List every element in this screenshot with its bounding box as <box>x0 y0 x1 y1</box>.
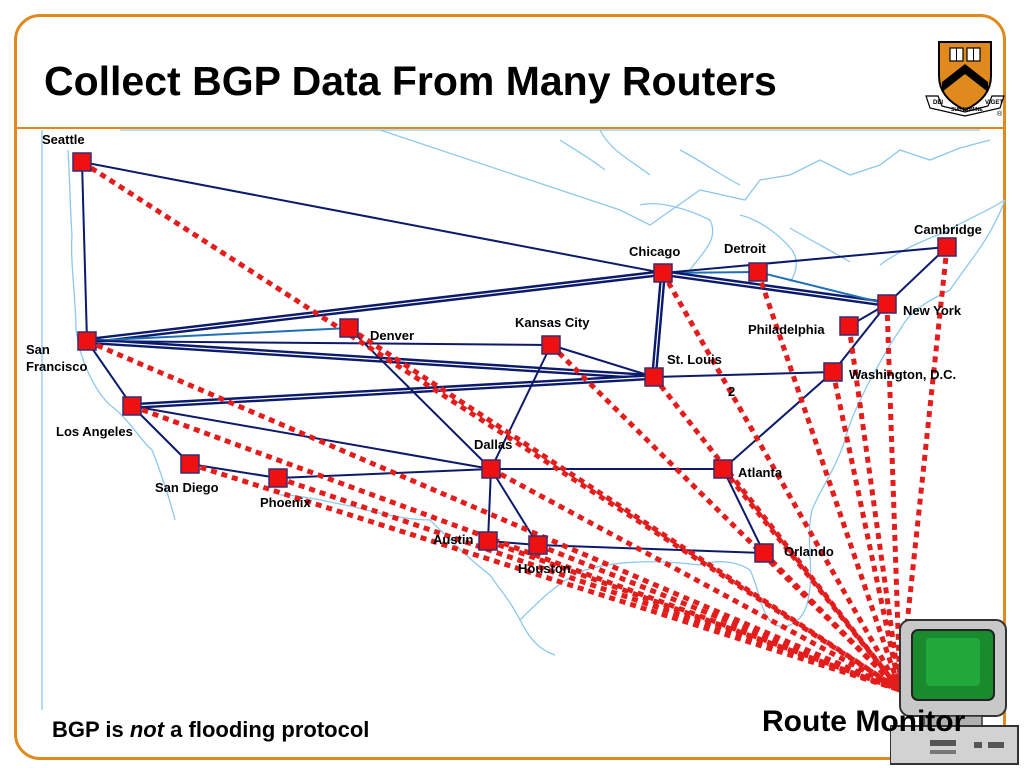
router-label-atlanta: Atlanta <box>738 465 783 480</box>
bgp-session-kansascity <box>549 343 902 692</box>
link-highlight-sanfrancisco-stlouis <box>86 340 655 378</box>
link-washington-atlanta <box>722 371 834 470</box>
router-philadelphia[interactable] <box>839 316 859 336</box>
router-cambridge[interactable] <box>937 237 957 257</box>
link-chicago-cambridge <box>662 246 948 274</box>
router-label-washington: Washington, D.C. <box>849 367 956 382</box>
bgp-session-cambridge <box>897 246 950 691</box>
slide-title: Collect BGP Data From Many Routers <box>44 58 777 104</box>
logo-banner-left: DEI <box>933 100 943 106</box>
link-stlouis-washington <box>653 371 834 378</box>
router-detroit[interactable] <box>748 262 768 282</box>
router-atlanta[interactable] <box>713 459 733 479</box>
us-basemap-outline <box>41 129 1006 710</box>
link-seattle-chicago <box>81 161 664 274</box>
bgp-session-austin <box>487 538 901 693</box>
logo-banner-middle: SUB NUMINE <box>951 107 983 113</box>
logo-banner-right: VIGET <box>985 100 1003 106</box>
caption-prefix: BGP is <box>52 717 130 742</box>
router-dallas[interactable] <box>481 459 501 479</box>
bgp-session-houston <box>537 542 901 693</box>
router-label-cambridge: Cambridge <box>914 222 982 237</box>
stray-label: 2 <box>728 384 735 399</box>
link-atlanta-orlando <box>722 468 765 554</box>
router-label-kansascity: Kansas City <box>515 315 590 330</box>
link-highlight-chicago-newyork <box>662 272 888 305</box>
router-label-detroit: Detroit <box>724 241 767 256</box>
link-phoenix-dallas <box>277 468 492 479</box>
bgp-session-chicago <box>660 271 903 692</box>
logo-registered-mark: ® <box>997 110 1003 118</box>
router-austin[interactable] <box>478 531 498 551</box>
bgp-session-dallas <box>489 466 902 693</box>
router-label-sanfrancisco: San <box>26 342 50 357</box>
router-sanfrancisco[interactable] <box>77 331 97 351</box>
link-dallas-austin <box>487 468 492 542</box>
link-sanfrancisco-kansascity <box>86 340 552 346</box>
router-label-stlouis: St. Louis <box>667 352 722 367</box>
router-label-losangeles: Los Angeles <box>56 424 133 439</box>
bgp-session-sandiego <box>189 461 901 693</box>
link-kansascity-stlouis <box>550 344 655 378</box>
link-seattle-sanfrancisco <box>81 161 88 342</box>
link-detroit-newyork <box>757 271 888 305</box>
router-houston[interactable] <box>528 535 548 555</box>
bgp-session-stlouis <box>652 375 902 692</box>
link-houston-orlando <box>537 544 765 554</box>
link-dallas-houston <box>490 468 539 546</box>
slide-frame <box>14 14 1006 760</box>
bgp-session-sanfrancisco <box>86 338 901 693</box>
router-seattle[interactable] <box>72 152 92 172</box>
title-divider <box>14 127 1006 129</box>
router-label-philadelphia: Philadelphia <box>748 322 825 337</box>
router-label-chicago: Chicago <box>629 244 680 259</box>
princeton-shield-logo: DEI SUB NUMINE VIGET ® <box>925 41 1005 118</box>
router-sandiego[interactable] <box>180 454 200 474</box>
caption-suffix: a flooding protocol <box>164 717 370 742</box>
link-highlight-losangeles-stlouis <box>131 376 655 407</box>
caption: BGP is not a flooding protocol <box>52 717 369 743</box>
router-newyork[interactable] <box>877 294 897 314</box>
router-stlouis[interactable] <box>644 367 664 387</box>
link-highlight-sanfrancisco-chicago <box>86 272 664 342</box>
router-orlando[interactable] <box>754 543 774 563</box>
bgp-session-detroit <box>755 271 903 691</box>
router-label-sanfrancisco: Francisco <box>26 359 87 374</box>
caption-emphasis: not <box>129 717 165 742</box>
router-losangeles[interactable] <box>122 396 142 416</box>
route-monitor-label: Route Monitor <box>762 705 966 738</box>
link-newyork-cambridge <box>886 246 948 305</box>
router-label-seattle: Seattle <box>42 132 85 147</box>
bgp-session-lines <box>80 159 950 693</box>
link-kansascity-dallas <box>490 344 552 470</box>
router-label-sandiego: San Diego <box>155 480 219 495</box>
router-kansascity[interactable] <box>541 335 561 355</box>
router-label-denver: Denver <box>370 328 414 343</box>
link-sanfrancisco-losangeles <box>86 340 133 407</box>
router-phoenix[interactable] <box>268 468 288 488</box>
router-label-houston: Houston <box>518 561 571 576</box>
bgp-session-atlanta <box>721 467 902 692</box>
router-washington[interactable] <box>823 362 843 382</box>
bgp-session-newyork <box>884 303 903 691</box>
router-nodes <box>72 152 957 563</box>
router-label-newyork: New York <box>903 303 962 318</box>
link-highlight-chicago-stlouis <box>653 272 664 378</box>
router-label-orlando: Orlando <box>784 544 834 559</box>
router-chicago[interactable] <box>653 263 673 283</box>
router-label-dallas: Dallas <box>474 437 512 452</box>
bgp-session-phoenix <box>277 475 901 693</box>
router-denver[interactable] <box>339 318 359 338</box>
bgp-session-seattle <box>80 159 902 693</box>
router-label-austin: Austin <box>433 532 474 547</box>
link-newyork-washington <box>832 303 888 373</box>
route-monitor-computer-icon <box>890 619 1019 765</box>
link-sanfrancisco-denver <box>86 327 350 342</box>
router-label-phoenix: Phoenix <box>260 495 311 510</box>
